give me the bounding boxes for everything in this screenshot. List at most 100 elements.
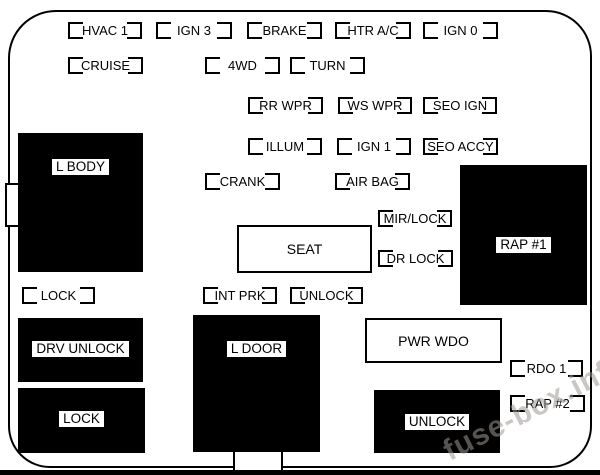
- fuse-4wd: 4WD: [205, 57, 280, 75]
- fuse-air-bag: AIR BAG: [335, 173, 410, 191]
- left-bracket-icon: [68, 57, 83, 74]
- left-bracket-icon: [510, 360, 525, 377]
- right-bracket-icon: [348, 287, 363, 304]
- fuse-mir-lock: MIR/LOCK: [378, 210, 452, 228]
- left-bracket-icon: [290, 57, 305, 74]
- left-bracket-icon: [378, 250, 393, 267]
- left-bracket-icon: [22, 287, 37, 304]
- fuse-dr-lock: DR LOCK: [378, 250, 453, 268]
- fuse-label: TURN: [309, 58, 346, 73]
- left-bracket-icon: [290, 287, 305, 304]
- right-bracket-icon: [307, 138, 322, 155]
- right-bracket-icon: [570, 395, 585, 412]
- fuse-int-prk: INT PRK: [203, 287, 277, 305]
- left-bracket-icon: [205, 57, 220, 74]
- right-bracket-icon: [350, 57, 365, 74]
- relay-unlock: UNLOCK: [374, 390, 500, 453]
- fuse-label: AIR BAG: [346, 174, 399, 189]
- fuse-label: IGN 3: [177, 23, 211, 38]
- left-bracket-icon: [423, 97, 438, 114]
- right-bracket-icon: [217, 22, 232, 39]
- right-bracket-icon: [568, 360, 583, 377]
- left-bracket-icon: [338, 97, 353, 114]
- relay-label: DRV UNLOCK: [31, 340, 130, 358]
- module-pwr-wdo: PWR WDO: [365, 318, 502, 363]
- fuse-crank: CRANK: [205, 173, 280, 191]
- right-bracket-icon: [396, 138, 411, 155]
- fuse-label: ILLUM: [265, 139, 305, 154]
- fuse-label: LOCK: [40, 288, 77, 303]
- left-bracket-icon: [203, 287, 218, 304]
- fuse-label: IGN 1: [357, 139, 391, 154]
- right-bracket-icon: [308, 97, 323, 114]
- relay-label: RAP #1: [495, 236, 552, 254]
- fuse-illum: ILLUM: [248, 138, 322, 156]
- left-bracket-icon: [68, 22, 83, 39]
- right-bracket-icon: [483, 22, 498, 39]
- relay-label: UNLOCK: [403, 413, 471, 431]
- right-bracket-icon: [437, 210, 452, 227]
- fuse-label: CRUISE: [80, 58, 131, 73]
- fuse-label: WS WPR: [347, 98, 403, 113]
- relay-l-body: L BODY: [18, 133, 143, 272]
- fuse-unlock: UNLOCK: [290, 287, 363, 305]
- fuse-lock: LOCK: [22, 287, 95, 305]
- fuse-hvac-1: HVAC 1: [68, 22, 142, 40]
- right-bracket-icon: [307, 22, 322, 39]
- fuse-label: UNLOCK: [299, 288, 354, 303]
- fuse-label: RR WPR: [259, 98, 312, 113]
- relay-drv-unlock: DRV UNLOCK: [18, 318, 143, 382]
- fuse-label: BRAKE: [262, 23, 307, 38]
- relay-label: L BODY: [50, 158, 111, 176]
- fuse-label: CRANK: [219, 174, 266, 189]
- bottom-edge-bar: [0, 470, 600, 475]
- left-bracket-icon: [510, 395, 525, 412]
- fuse-seo-accy: SEO ACCY: [423, 138, 498, 156]
- fuse-label: INT PRK: [214, 288, 266, 303]
- fuse-label: HVAC 1: [82, 23, 128, 38]
- relay-label: LOCK: [58, 410, 105, 428]
- right-bracket-icon: [265, 173, 280, 190]
- relay-lock: LOCK: [18, 388, 145, 453]
- left-bracket-icon: [156, 22, 171, 39]
- relay-l-door: L DOOR: [193, 315, 320, 452]
- fuse-ws-wpr: WS WPR: [338, 97, 412, 115]
- left-bracket-icon: [248, 97, 263, 114]
- fuse-ign-1: IGN 1: [337, 138, 411, 156]
- module-label: PWR WDO: [398, 332, 469, 349]
- fuse-label: IGN 0: [443, 23, 478, 38]
- right-bracket-icon: [483, 138, 498, 155]
- module-seat: SEAT: [237, 225, 372, 273]
- left-bracket-icon: [247, 22, 262, 39]
- right-bracket-icon: [395, 173, 410, 190]
- fuse-cruise: CRUISE: [68, 57, 143, 75]
- left-bracket-icon: [335, 173, 350, 190]
- left-bracket-icon: [423, 138, 438, 155]
- fuse-brake: BRAKE: [247, 22, 322, 40]
- right-bracket-icon: [396, 22, 411, 39]
- left-bracket-icon: [205, 173, 220, 190]
- fuse-label: 4WD: [228, 58, 257, 73]
- right-bracket-icon: [80, 287, 95, 304]
- fuse-label: RDO 1: [526, 361, 567, 376]
- right-bracket-icon: [265, 57, 280, 74]
- relay-rap-1: RAP #1: [460, 165, 587, 305]
- fuse-htr-ac: HTR A/C: [335, 22, 411, 40]
- left-bracket-icon: [248, 138, 263, 155]
- fuse-label: HTR A/C: [347, 23, 399, 38]
- fuse-label: SEO ACCY: [427, 139, 494, 154]
- fuse-seo-ign: SEO IGN: [423, 97, 497, 115]
- fuse-label: SEO IGN: [432, 98, 488, 113]
- left-bracket-icon: [335, 22, 350, 39]
- fuse-ign-3: IGN 3: [156, 22, 232, 40]
- right-bracket-icon: [262, 287, 277, 304]
- fuse-label: MIR/LOCK: [383, 211, 447, 226]
- fuse-rdo-1: RDO 1: [510, 360, 583, 378]
- fuse-turn: TURN: [290, 57, 365, 75]
- fuse-ign-0: IGN 0: [423, 22, 498, 40]
- right-bracket-icon: [438, 250, 453, 267]
- right-bracket-icon: [482, 97, 497, 114]
- fuse-label: RAP #2: [525, 396, 570, 411]
- left-bracket-icon: [423, 22, 438, 39]
